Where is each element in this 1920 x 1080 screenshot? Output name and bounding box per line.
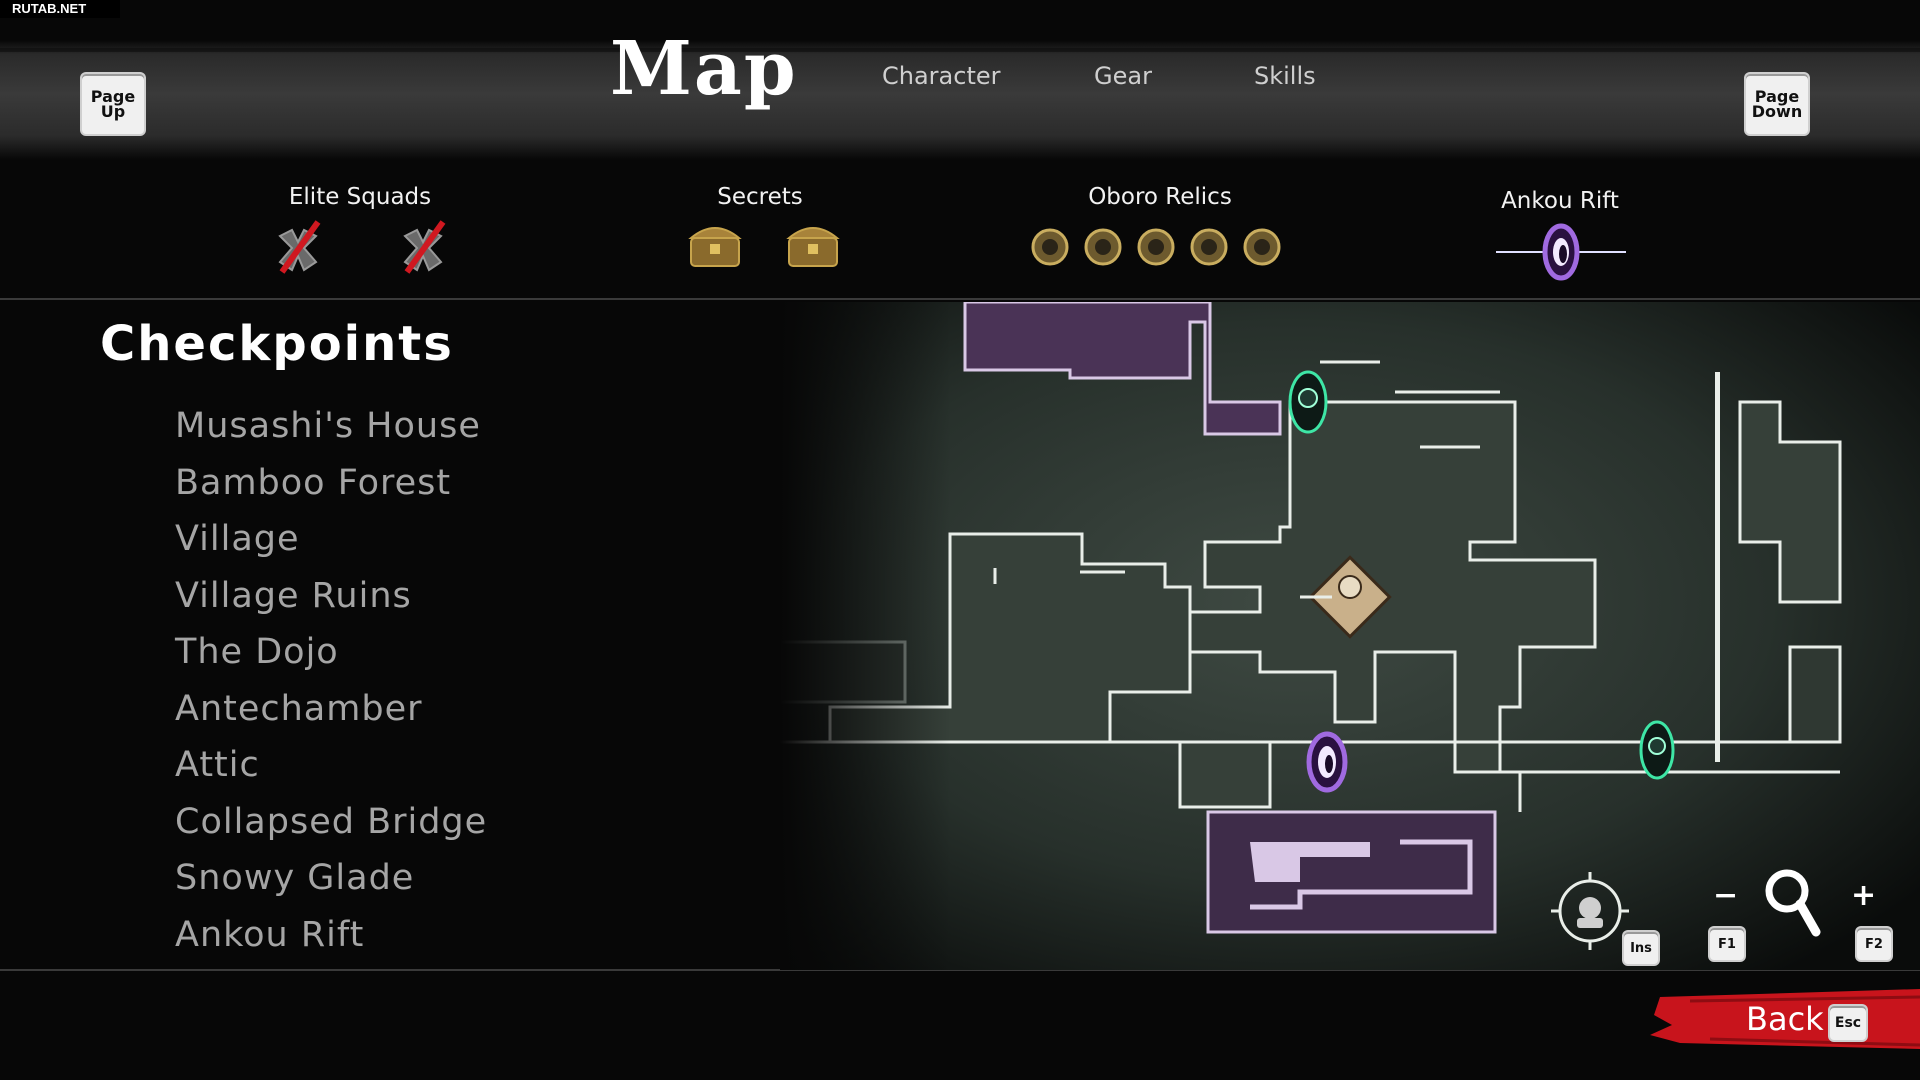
back-button[interactable]: Back <box>1746 1000 1824 1038</box>
tab-skills[interactable]: Skills <box>1254 62 1316 90</box>
checkpoint-item[interactable]: Snowy Glade <box>175 858 415 898</box>
checkpoint-lantern-icon <box>1639 720 1675 780</box>
ankou-rift-group: Ankou Rift <box>1470 188 1650 214</box>
map-view[interactable] <box>780 302 1920 970</box>
checkpoint-item[interactable]: Attic <box>175 745 260 785</box>
back-key[interactable]: Esc <box>1830 1006 1866 1040</box>
checkpoint-lantern-icon <box>1288 370 1328 434</box>
watermark: RUTAB.NET <box>0 0 120 18</box>
checkpoints-title: Checkpoints <box>100 316 454 372</box>
oboro-relics-icons <box>1031 228 1281 266</box>
secrets-icons <box>688 227 840 267</box>
checkpoint-item[interactable]: Village <box>175 519 300 559</box>
center-map-icon[interactable] <box>1545 866 1635 956</box>
checkpoint-list: Musashi's House Bamboo Forest Village Vi… <box>175 400 487 965</box>
zoom-out-icon[interactable]: − <box>1713 878 1739 913</box>
zoom-in-key[interactable]: F2 <box>1857 928 1891 960</box>
checkpoint-item[interactable]: Antechamber <box>175 688 423 729</box>
ankou-rift-label: Ankou Rift <box>1501 188 1619 214</box>
player-marker-icon <box>1300 555 1392 639</box>
oboro-relics-group: Oboro Relics <box>1070 184 1250 210</box>
ankou-rift-icon <box>1496 223 1626 281</box>
secrets-label: Secrets <box>717 184 803 210</box>
header-band <box>0 40 1920 160</box>
rift-portal-icon <box>1306 731 1348 793</box>
elite-squads-label: Elite Squads <box>288 184 432 210</box>
oboro-relics-label: Oboro Relics <box>1088 184 1232 210</box>
page-up-key[interactable]: Page Up <box>82 74 144 134</box>
top-divider <box>0 298 1920 300</box>
treasure-chest-icon <box>786 227 840 267</box>
tab-gear[interactable]: Gear <box>1094 62 1152 90</box>
secrets-group: Secrets <box>670 184 850 210</box>
checkpoint-item[interactable]: Ankou Rift <box>175 914 365 955</box>
checkpoint-item[interactable]: The Dojo <box>175 632 339 672</box>
checkpoint-item[interactable]: Village Ruins <box>175 575 412 616</box>
elite-squads-icons <box>278 220 446 274</box>
zoom-in-icon[interactable]: + <box>1851 878 1877 913</box>
crossed-swords-icon <box>278 220 321 274</box>
checkpoint-item[interactable]: Collapsed Bridge <box>175 801 488 842</box>
checkpoint-item[interactable]: Bamboo Forest <box>175 462 452 503</box>
page-down-key[interactable]: Page Down <box>1746 74 1808 134</box>
center-key[interactable]: Ins <box>1624 932 1658 964</box>
elite-squads-group: Elite Squads <box>270 184 450 210</box>
crossed-swords-icon <box>403 220 446 274</box>
bottom-divider <box>0 969 1920 971</box>
checkpoint-item[interactable]: Musashi's House <box>175 406 481 446</box>
magnifier-icon <box>1765 869 1821 937</box>
treasure-chest-icon <box>688 227 742 267</box>
page-title: Map <box>610 26 798 112</box>
tab-character[interactable]: Character <box>882 62 1001 90</box>
zoom-out-key[interactable]: F1 <box>1710 928 1744 960</box>
